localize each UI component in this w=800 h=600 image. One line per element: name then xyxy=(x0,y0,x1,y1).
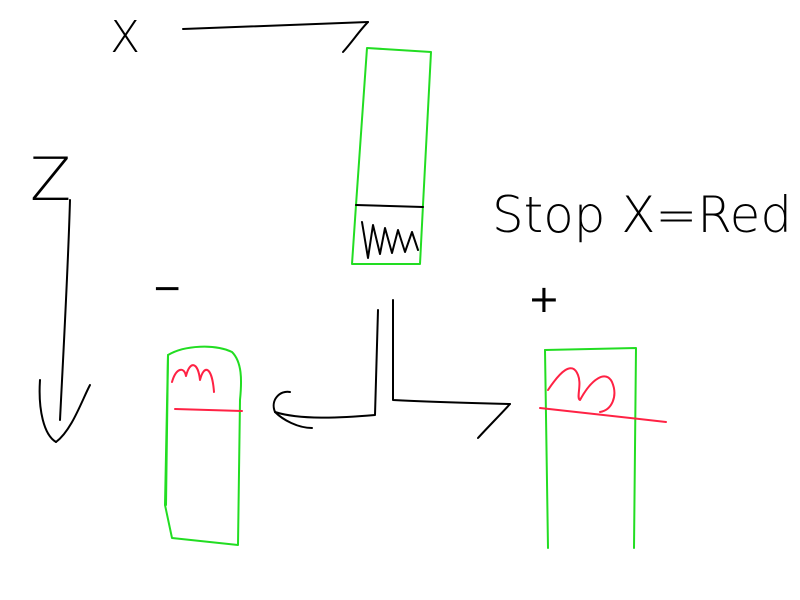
right-bin-red-scribble xyxy=(547,367,616,413)
top-bin-scribble xyxy=(361,221,419,259)
x-axis-arrow-icon xyxy=(182,21,369,53)
plus-sign: + xyxy=(528,277,560,321)
left-bin-red-scribble xyxy=(171,364,215,393)
left-bin xyxy=(164,345,243,546)
split-arrow-icon xyxy=(272,299,511,439)
left-bin-red-line xyxy=(174,408,243,412)
top-bin xyxy=(351,47,432,265)
x-axis-label: X xyxy=(110,12,140,63)
right-bin xyxy=(539,347,667,549)
top-bin-fill-line xyxy=(355,204,424,208)
stop-annotation: Stop X=Red xyxy=(492,186,792,244)
right-bin-red-line xyxy=(539,407,667,423)
z-axis-arrow-icon xyxy=(38,199,91,443)
minus-sign: − xyxy=(152,268,182,309)
z-axis-label: Z xyxy=(30,145,71,215)
